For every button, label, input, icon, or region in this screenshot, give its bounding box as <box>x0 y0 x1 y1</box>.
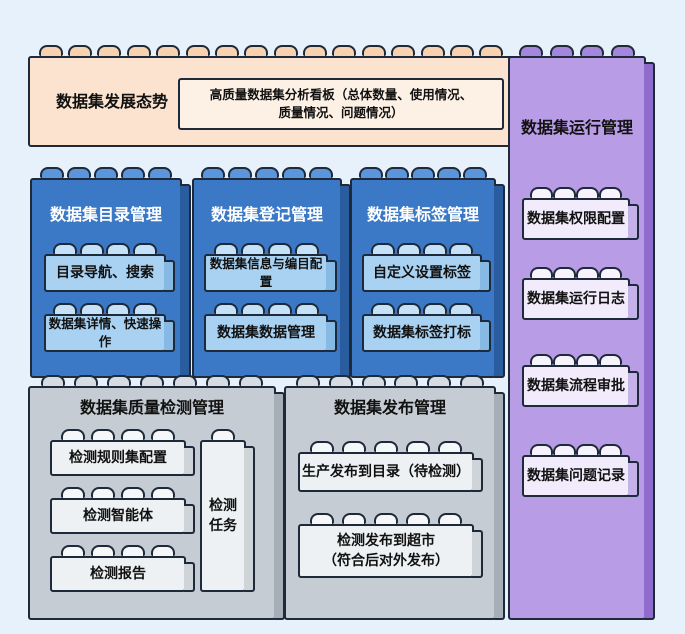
registration-item-cataloging: 数据集信息与编目配置 <box>204 243 337 292</box>
quality-task-line-1: 检测 <box>209 497 237 514</box>
quality-task-block: 检测 任务 <box>200 429 255 592</box>
tagging-item-custom: 自定义设置标签 <box>362 243 491 292</box>
tagging-item-apply-label: 数据集标签打标 <box>373 324 471 341</box>
development-title: 数据集发展态势 <box>55 91 168 111</box>
operations-item-log: 数据集运行日志 <box>522 267 639 320</box>
operations-title: 数据集运行管理 <box>520 118 633 138</box>
publishing-block: 数据集发布管理 生产发布到目录（待检测） 检测发布到超市 （符合后对外发布） <box>284 375 505 620</box>
tagging-item-custom-label: 自定义设置标签 <box>373 264 471 281</box>
analysis-dashboard-line-2: 质量情况、问题情况） <box>278 105 404 120</box>
quality-title: 数据集质量检测管理 <box>79 398 224 418</box>
publishing-title: 数据集发布管理 <box>333 398 446 418</box>
operations-item-issues-label: 数据集问题记录 <box>527 467 625 484</box>
registration-title: 数据集登记管理 <box>210 205 323 225</box>
quality-item-report-label: 检测报告 <box>90 565 146 582</box>
catalog-item-details-label: 数据集详情、快速操作 <box>48 315 162 349</box>
catalog-item-details: 数据集详情、快速操作 <box>44 303 175 352</box>
operations-item-permission-label: 数据集权限配置 <box>527 210 625 227</box>
operations-item-issues: 数据集问题记录 <box>522 444 639 497</box>
operations-block: 数据集运行管理 数据集权限配置 数据集运行日志 数据集流程审批 数据集问题记录 <box>508 45 655 620</box>
registration-block: 数据集登记管理 数据集信息与编目配置 数据集数据管理 <box>192 167 351 378</box>
registration-item-data-label: 数据集数据管理 <box>217 324 315 341</box>
tagging-title: 数据集标签管理 <box>366 205 479 225</box>
registration-item-cataloging-label: 数据集信息与编目配置 <box>209 255 323 289</box>
quality-task-line-2: 任务 <box>209 518 237 534</box>
tagging-block: 数据集标签管理 自定义设置标签 数据集标签打标 <box>350 167 505 378</box>
tagging-item-apply: 数据集标签打标 <box>362 303 491 352</box>
development-block: 数据集发展态势 高质量数据集分析看板（总体数量、使用情况、 质量情况、问题情况） <box>28 45 514 147</box>
analysis-dashboard-box: 高质量数据集分析看板（总体数量、使用情况、 质量情况、问题情况） <box>178 78 504 130</box>
quality-item-agent-label: 检测智能体 <box>83 507 153 524</box>
publishing-item-production-label: 生产发布到目录（待检测） <box>302 463 470 480</box>
publishing-item-production: 生产发布到目录（待检测） <box>298 441 483 492</box>
quality-item-agent: 检测智能体 <box>50 487 195 534</box>
publishing-item-market: 检测发布到超市 （符合后对外发布） <box>298 513 483 578</box>
catalog-title: 数据集目录管理 <box>49 205 162 225</box>
publishing-item-market-line-2: （符合后对外发布） <box>323 553 449 569</box>
operations-item-permission: 数据集权限配置 <box>522 187 639 240</box>
operations-item-approval-label: 数据集流程审批 <box>527 377 625 394</box>
analysis-dashboard-line-1: 高质量数据集分析看板（总体数量、使用情况、 <box>209 86 473 102</box>
quality-item-report: 检测报告 <box>50 545 195 592</box>
registration-item-data: 数据集数据管理 <box>204 303 337 352</box>
quality-block: 数据集质量检测管理 检测规则集配置 检测智能体 检测报告 检测 任务 <box>28 375 285 620</box>
catalog-block: 数据集目录管理 目录导航、搜索 数据集详情、快速操作 <box>30 167 191 378</box>
quality-item-rules-label: 检测规则集配置 <box>69 449 167 466</box>
catalog-item-navigation: 目录导航、搜索 <box>44 243 175 292</box>
operations-item-log-label: 数据集运行日志 <box>527 290 625 307</box>
publishing-item-market-line-1: 检测发布到超市 <box>337 532 435 549</box>
quality-item-rules: 检测规则集配置 <box>50 429 195 476</box>
catalog-item-navigation-label: 目录导航、搜索 <box>56 264 154 281</box>
operations-item-approval: 数据集流程审批 <box>522 354 639 407</box>
